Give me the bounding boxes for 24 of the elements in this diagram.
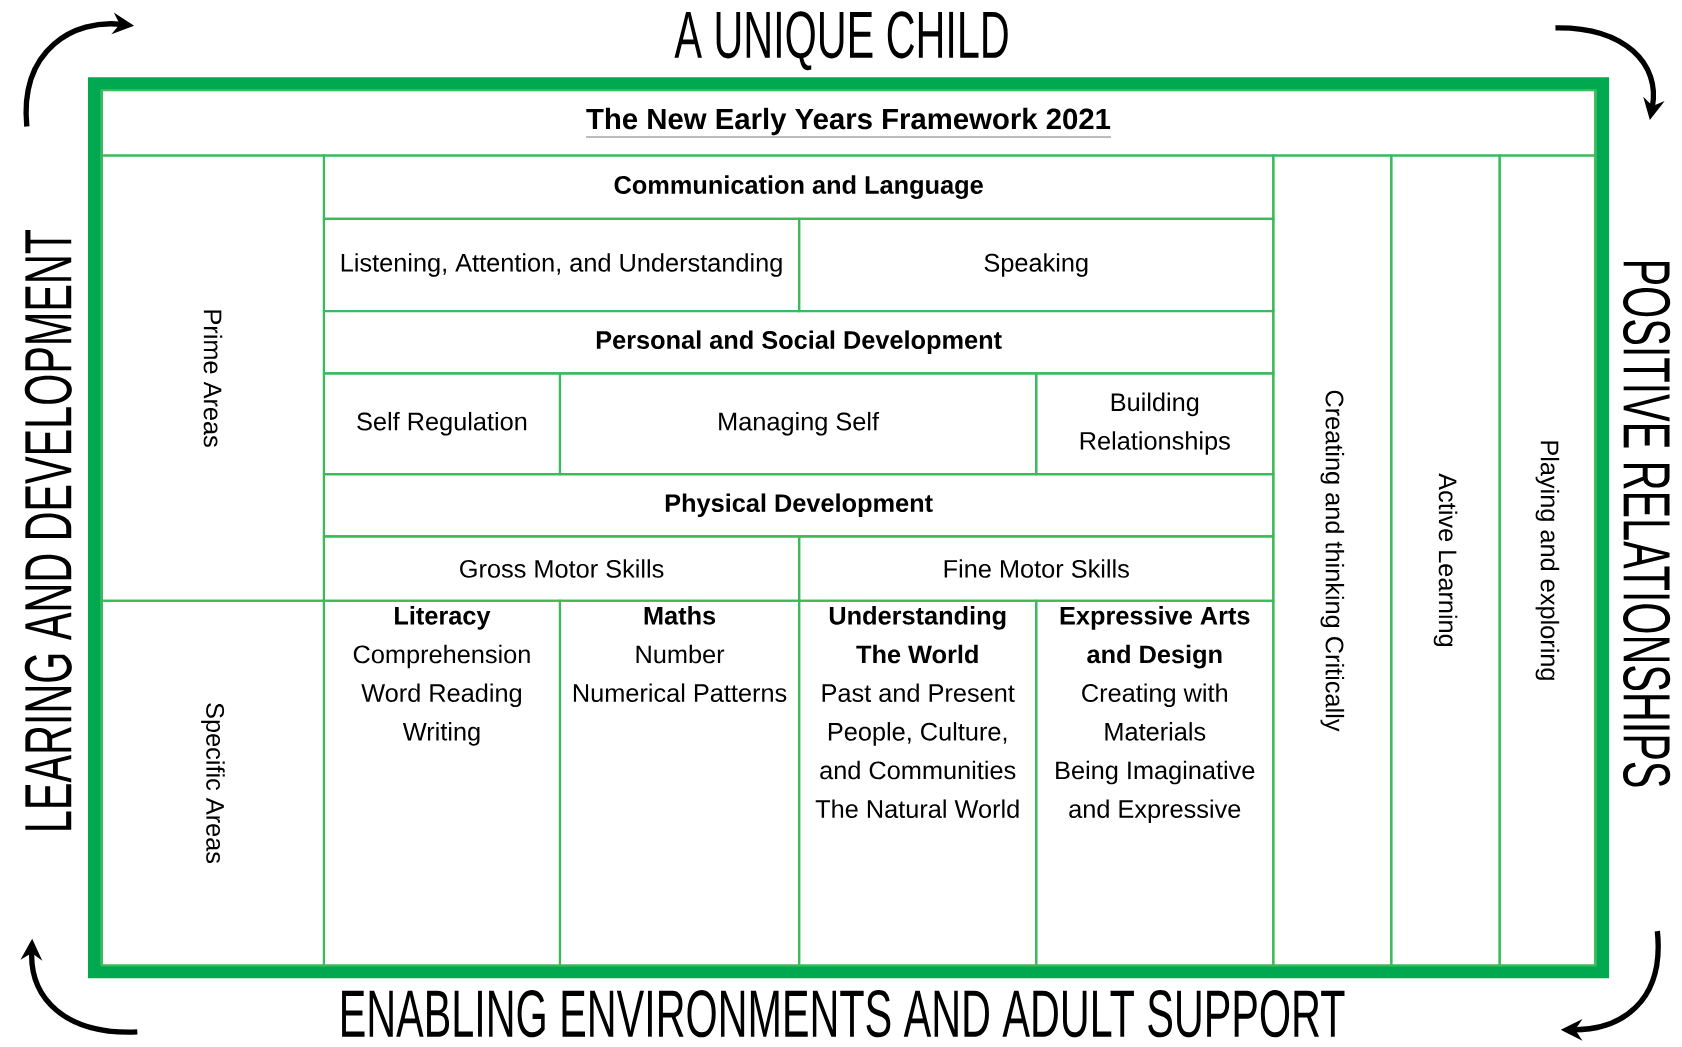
- area-cell: Understanding The World Past and Present People, Culture, and Communities The Natural World: [798, 599, 1038, 967]
- heading-cell: Communication and Language: [322, 154, 1275, 220]
- side-heading: A UNIQUE CHILD: [674, 11, 1008, 71]
- side-heading: POSITIVE RELATIONSHIPS: [1623, 261, 1671, 787]
- table-cell: Fine Motor Skills: [798, 535, 1275, 602]
- area-cell: Expressive Arts and Design Creating with Materials Being Imaginative and Expressive: [1035, 599, 1275, 967]
- side-heading: LEARING AND DEVELOPMENT: [24, 230, 72, 830]
- title-cell: The New Early Years Framework 2021: [100, 89, 1597, 157]
- table-cell: Self Regulation: [322, 372, 562, 476]
- heading-cell: Personal and Social Development: [322, 310, 1275, 375]
- area-cell: Maths Number Numerical Patterns: [558, 599, 801, 967]
- area-cell: Playing and exploring: [1498, 154, 1597, 967]
- area-cell: Creating and thinking Critically: [1272, 154, 1393, 967]
- table-cell: Gross Motor Skills: [322, 535, 801, 602]
- area-cell: Active Learning: [1390, 154, 1501, 967]
- area-cell: Prime Areas: [100, 154, 325, 602]
- area-cell: Literacy Comprehension Word Reading Writing: [322, 599, 562, 967]
- area-cell: Specific Areas: [100, 599, 325, 967]
- heading-cell: Physical Development: [322, 473, 1275, 538]
- table-cell: Speaking: [798, 217, 1275, 313]
- side-heading: ENABLING ENVIRONMENTS AND ADULT SUPPORT: [342, 990, 1345, 1038]
- table-cell: Building Relationships: [1035, 372, 1275, 476]
- table-cell: Listening, Attention, and Understanding: [322, 217, 801, 313]
- table-cell: Managing Self: [558, 372, 1038, 476]
